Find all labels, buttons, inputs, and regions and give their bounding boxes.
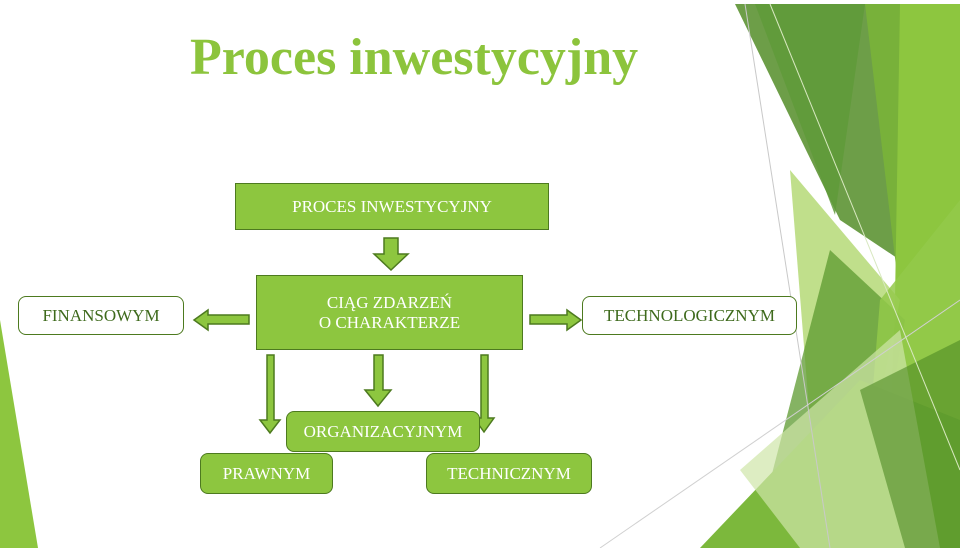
- top-box-label: PROCES INWESTYCYJNY: [292, 196, 492, 216]
- right-deco-line-3: [769, 3, 960, 471]
- bottom-right-box: TECHNICZNYM: [426, 453, 592, 494]
- left-box-label: FINANSOWYM: [42, 305, 160, 325]
- center-box-line2: O CHARAKTERZE: [318, 312, 461, 332]
- bottom-right-box-label: TECHNICZNYM: [447, 463, 571, 483]
- right-box-label: TECHNOLOGICZNYM: [604, 305, 775, 325]
- page-title: Proces inwestycyjny: [190, 29, 639, 86]
- center-box-line1: CIĄG ZDARZEŃ: [326, 292, 453, 312]
- bottom-center-box-label: ORGANIZACYJNYM: [303, 421, 463, 441]
- right-deco-line-1: [744, 3, 831, 548]
- right-deco-shape-2: [755, 4, 865, 215]
- left-box: FINANSOWYM: [18, 296, 184, 335]
- right-deco-shape-10: [860, 340, 960, 548]
- bottom-left-box-label: PRAWNYM: [222, 463, 311, 483]
- right-box: TECHNOLOGICZNYM: [582, 296, 797, 335]
- bottom-left-box: PRAWNYM: [200, 453, 333, 494]
- right-deco-line-2: [599, 299, 960, 548]
- bottom-center-box: ORGANIZACYJNYM: [286, 411, 480, 452]
- center-box: CIĄG ZDARZEŃ O CHARAKTERZE: [256, 275, 523, 350]
- top-box: PROCES INWESTYCYJNY: [235, 183, 549, 230]
- left-deco-shape: [0, 320, 38, 548]
